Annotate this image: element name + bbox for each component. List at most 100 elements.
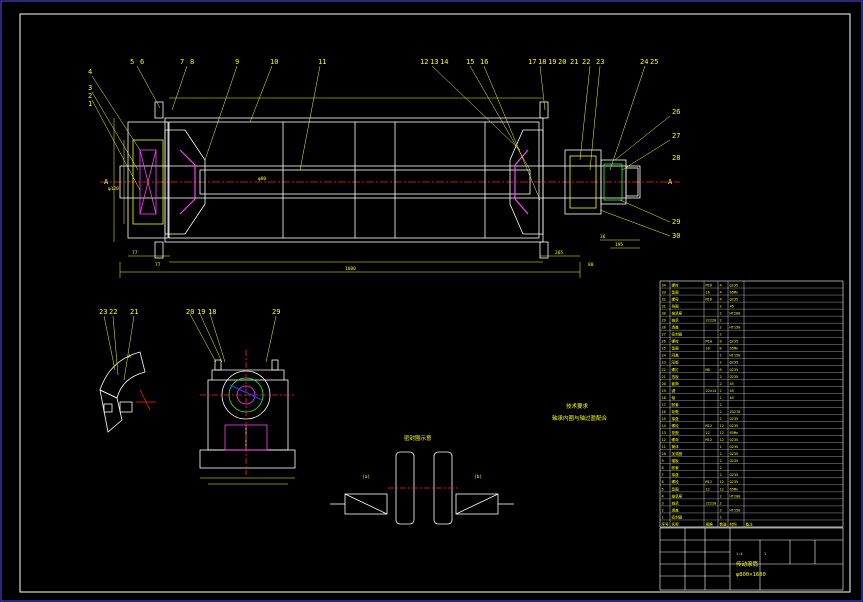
parts-table-cell: Q235 xyxy=(730,452,739,456)
parts-table-cell: 22 xyxy=(662,368,666,372)
svg-text:30: 30 xyxy=(672,232,680,240)
parts-table-cell: 垫圈 xyxy=(672,486,680,491)
callouts-detail-a: 23 22 21 xyxy=(99,308,138,316)
parts-table-cell: 6 xyxy=(662,480,664,484)
parts-table-cell: 透盖 xyxy=(672,507,680,512)
svg-text:18: 18 xyxy=(538,58,546,66)
parts-table-cell: 28 xyxy=(662,326,666,330)
parts-table-cell: 4 xyxy=(720,283,722,287)
parts-table-cell: 辐板 xyxy=(672,458,680,463)
parts-table-cell: ZG270 xyxy=(730,410,741,414)
parts-table-cell: 16 xyxy=(706,290,710,294)
parts-table-cell: 12 xyxy=(720,424,724,428)
parts-table-cell: 垫圈 xyxy=(672,430,680,435)
svg-text:3: 3 xyxy=(88,84,92,92)
callouts-detail-b: 20 19 18 29 xyxy=(186,308,280,316)
parts-table-cell: 11 xyxy=(662,445,666,449)
svg-text:23: 23 xyxy=(596,58,604,66)
parts-table-cell: 2 xyxy=(720,312,722,316)
parts-table-cell: 轮毂 xyxy=(672,409,680,414)
parts-table-cell: 2 xyxy=(720,459,722,463)
parts-table-cell: 挡板 xyxy=(672,374,680,379)
parts-table-cell: Q235 xyxy=(730,438,739,442)
parts-table-cell: 2 xyxy=(720,508,722,512)
parts-table-cell: 3 xyxy=(662,501,664,505)
parts-table-cell: M16 xyxy=(706,283,713,287)
parts-table-cell: 2 xyxy=(720,452,722,456)
dim-left-offset: 77 xyxy=(132,250,138,256)
parts-table-cell: Q235 xyxy=(730,424,739,428)
svg-text:24: 24 xyxy=(640,58,648,66)
parts-table-cell: 25 xyxy=(662,347,666,351)
parts-table-cell: 胀套 xyxy=(672,465,680,470)
svg-text:15: 15 xyxy=(466,58,474,66)
parts-table-cell: 1 xyxy=(720,354,722,358)
parts-table-cell: 筒体 xyxy=(672,444,680,449)
callouts-top: 5 6 7 8 9 10 11 12 13 14 15 16 17 18 19 … xyxy=(130,58,658,66)
svg-text:20: 20 xyxy=(186,308,194,316)
title-drawing-code: φ800×1600 xyxy=(736,572,766,578)
parts-table-cell: 10 xyxy=(706,347,710,351)
dim-right-a: 265 xyxy=(555,250,563,256)
parts-table-cell: 27 xyxy=(662,333,666,337)
parts-table-cell: 22220 xyxy=(706,501,717,505)
dim-bearing-dia: φ120 xyxy=(108,186,119,192)
callouts-left: 4 3 2 1 xyxy=(88,68,92,108)
parts-table-cell: Q235 xyxy=(730,473,739,477)
parts-table-cell: 31 xyxy=(662,305,666,309)
parts-table-cell: 34 xyxy=(662,283,666,287)
parts-table-cell: 5 xyxy=(662,487,664,491)
parts-table-cell: 7 xyxy=(662,473,664,477)
parts-table-cell: 12 xyxy=(662,438,666,442)
parts-table-cell: 1 xyxy=(662,515,664,519)
parts-table-cell: 2 xyxy=(720,515,722,519)
parts-table-cell: 18 xyxy=(662,396,666,400)
svg-text:8: 8 xyxy=(190,58,194,66)
section-label-right-a: A xyxy=(668,178,673,186)
parts-table-cell: 9 xyxy=(662,459,664,463)
parts-table-cell: 8 xyxy=(720,347,722,351)
parts-table-cell: 2 xyxy=(720,305,722,309)
svg-text:13: 13 xyxy=(430,58,438,66)
parts-table-cell: 密封圈 xyxy=(672,514,683,519)
parts-table-cell: 螺栓 xyxy=(672,339,680,344)
parts-table-cell: 压板 xyxy=(672,360,680,365)
section-label-left-a: A xyxy=(104,178,109,186)
parts-table-cell: 加强圈 xyxy=(672,451,683,456)
parts-table-cell: 透盖 xyxy=(672,325,680,330)
detail-a-view xyxy=(99,315,156,433)
svg-text:16: 16 xyxy=(480,58,488,66)
svg-text:28: 28 xyxy=(672,154,680,162)
parts-table-cell: 45 xyxy=(730,389,734,393)
parts-table-cell: 胀套 xyxy=(672,402,680,407)
parts-table-cell: 6 xyxy=(720,368,722,372)
parts-table-cell: 12 xyxy=(706,487,710,491)
parts-table-cell: 45 xyxy=(730,396,734,400)
title-block xyxy=(659,527,844,591)
parts-table-cell: 螺栓 xyxy=(672,423,680,428)
parts-table-cell: 65Mn xyxy=(730,487,739,491)
parts-table-cell: 13 xyxy=(662,431,666,435)
parts-table-cell: 23 xyxy=(662,361,666,365)
svg-text:20: 20 xyxy=(558,58,566,66)
parts-table-cell: HT150 xyxy=(730,508,741,512)
seal-ring-view xyxy=(330,451,514,525)
dim-overall-length: 1600 xyxy=(345,266,356,272)
note-title: 技术要求 xyxy=(566,402,589,410)
parts-table-header-cell: 序号 xyxy=(662,521,670,526)
parts-table-cell: 21 xyxy=(662,375,666,379)
svg-text:11: 11 xyxy=(318,58,326,66)
svg-text:29: 29 xyxy=(272,308,280,316)
parts-table-cell: 4 xyxy=(720,290,722,294)
dim-left-step: 77 xyxy=(155,262,161,268)
parts-table-header-cell: 名称 xyxy=(672,521,680,526)
parts-table-cell: 12 xyxy=(706,431,710,435)
svg-text:26: 26 xyxy=(672,108,680,116)
parts-table-frame xyxy=(659,280,844,528)
svg-text:5: 5 xyxy=(130,58,134,66)
main-dimensions xyxy=(113,118,640,278)
parts-table-cell: 20 xyxy=(662,382,666,386)
